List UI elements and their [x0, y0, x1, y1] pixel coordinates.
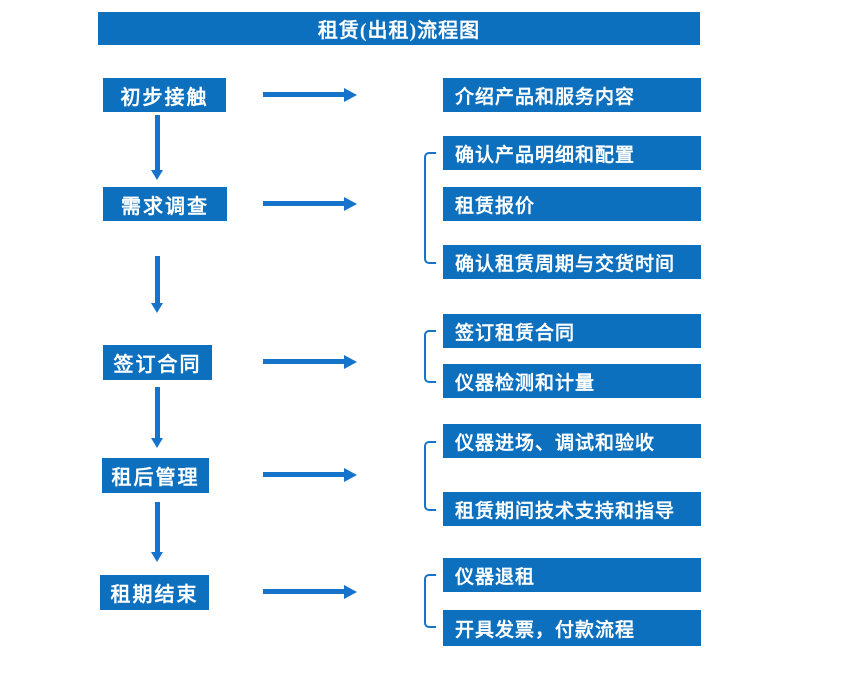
right-arrow-icon	[263, 355, 357, 369]
detail-box-confirm-rental-period-delivery: 确认租赁周期与交货时间	[443, 245, 701, 279]
stage-box-rental-end: 租期结束	[100, 575, 209, 610]
detail-box-introduce-products-services: 介绍产品和服务内容	[443, 78, 701, 112]
right-arrow-icon	[263, 197, 357, 211]
group-bracket	[424, 152, 436, 264]
detail-box-rental-period-tech-support: 租赁期间技术支持和指导	[443, 492, 701, 526]
right-arrow-icon	[263, 468, 357, 482]
detail-box-invoice-payment-process: 开具发票，付款流程	[443, 610, 701, 646]
stage-box-initial-contact: 初步接触	[103, 78, 226, 112]
stage-box-sign-contract: 签订合同	[103, 345, 212, 380]
down-arrow-icon	[151, 115, 164, 180]
stage-box-demand-survey: 需求调查	[103, 187, 227, 221]
right-arrow-icon	[263, 585, 357, 599]
right-arrow-icon	[263, 88, 357, 102]
detail-box-sign-rental-contract: 签订租赁合同	[443, 314, 701, 348]
detail-box-instrument-return: 仪器退租	[443, 558, 701, 592]
group-bracket	[424, 330, 436, 383]
down-arrow-icon	[151, 387, 164, 448]
detail-box-instrument-entry-debug-acceptance: 仪器进场、调试和验收	[443, 424, 701, 458]
stage-box-post-rental-management: 租后管理	[102, 458, 209, 493]
detail-box-rental-quotation: 租赁报价	[443, 187, 701, 221]
group-bracket	[424, 574, 436, 628]
flowchart-title: 租赁(出租)流程图	[98, 12, 700, 45]
detail-box-confirm-product-details-config: 确认产品明细和配置	[443, 136, 701, 170]
detail-box-instrument-testing-metering: 仪器检测和计量	[443, 364, 701, 398]
down-arrow-icon	[151, 256, 164, 313]
down-arrow-icon	[151, 502, 164, 562]
group-bracket	[424, 441, 436, 511]
